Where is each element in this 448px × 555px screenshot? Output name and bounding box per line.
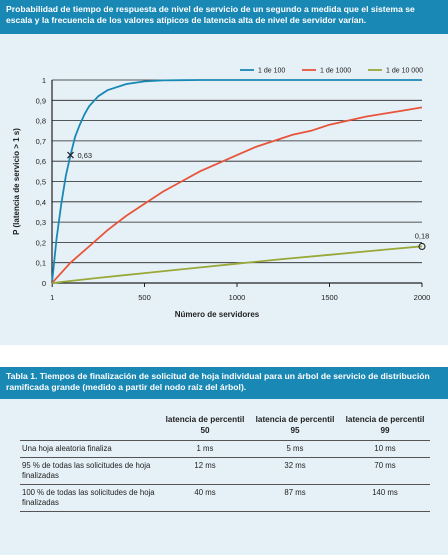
series-line: [52, 245, 423, 284]
y-tick-label: 0,6: [36, 157, 46, 166]
y-tick-label: 0,7: [36, 137, 46, 146]
cell-p95: 87 ms: [250, 484, 340, 512]
cell-p95: 5 ms: [250, 440, 340, 458]
series-line: [51, 79, 422, 282]
table-row: Una hoja aleatoria finaliza 1 ms 5 ms 10…: [20, 440, 430, 458]
table-row: 95 % de todas las solicitudes de hoja fi…: [20, 457, 430, 485]
latency-table: latencia de percentil 50 latencia de per…: [20, 415, 430, 512]
x-tick-label: 500: [138, 293, 151, 302]
y-tick-label: 0,3: [36, 218, 46, 227]
x-tick-label: 1500: [321, 293, 338, 302]
annotation-marker: [418, 242, 426, 251]
y-tick-label: 0,9: [36, 96, 46, 105]
legend-label: 1 de 100: [258, 68, 285, 75]
cell-p99: 140 ms: [340, 484, 430, 512]
y-tick-label: 0,8: [36, 117, 46, 126]
annotation-label: 0,18: [415, 231, 430, 240]
y-tick-label: 0,2: [36, 238, 46, 247]
y-tick-label: 0: [42, 279, 46, 288]
row-label: Una hoja aleatoria finaliza: [20, 440, 160, 458]
table-header-empty: [20, 415, 160, 441]
row-label: 100 % de todas las solicitudes de hoja f…: [20, 484, 160, 512]
x-tick-label: 1: [50, 293, 54, 302]
x-tick-label: 2000: [414, 293, 431, 302]
figure-title: Probabilidad de tiempo de respuesta de n…: [0, 0, 448, 34]
table-title: Tabla 1. Tiempos de finalización de soli…: [0, 367, 448, 399]
row-label: 95 % de todas las solicitudes de hoja fi…: [20, 457, 160, 485]
cell-p50: 1 ms: [160, 440, 250, 458]
cell-p50: 40 ms: [160, 484, 250, 512]
table-row: 100 % de todas las solicitudes de hoja f…: [20, 484, 430, 512]
x-tick-label: 1000: [229, 293, 246, 302]
series-line: [51, 106, 423, 284]
cell-p99: 70 ms: [340, 457, 430, 485]
cell-p95: 32 ms: [250, 457, 340, 485]
table-header-p99: latencia de percentil 99: [345, 415, 425, 435]
legend-label: 1 de 10 000: [386, 68, 423, 75]
separator: [0, 345, 448, 367]
y-tick-label: 0,1: [36, 259, 46, 268]
table-header-row: latencia de percentil 50 latencia de per…: [20, 415, 430, 441]
cell-p50: 12 ms: [160, 457, 250, 485]
legend-label: 1 de 1000: [320, 68, 351, 75]
annotation-label: 0,63: [78, 151, 93, 160]
x-axis-label: Número de servidores: [175, 310, 260, 319]
y-tick-label: 0,5: [36, 178, 46, 187]
table-header-p50: latencia de percentil 50: [165, 415, 245, 435]
table-header-p95: latencia de percentil 95: [255, 415, 335, 435]
figure-panel: Probabilidad de tiempo de respuesta de n…: [0, 0, 448, 345]
y-tick-label: 0,4: [36, 198, 46, 207]
y-tick-label: 1: [42, 76, 46, 85]
table-panel: Tabla 1. Tiempos de finalización de soli…: [0, 367, 448, 555]
y-axis-label: P (latencia de servicio > 1 s): [12, 128, 21, 235]
cell-p99: 10 ms: [340, 440, 430, 458]
annotation-marker: [67, 151, 74, 159]
